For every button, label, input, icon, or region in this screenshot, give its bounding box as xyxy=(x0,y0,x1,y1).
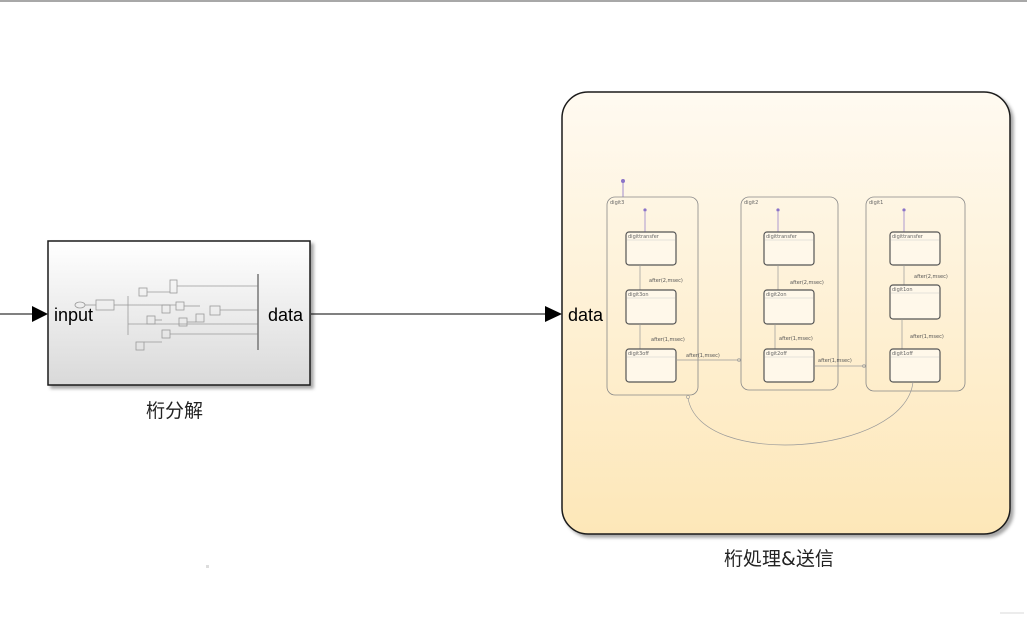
group-name: digit1 xyxy=(869,200,883,206)
transition-label: after(1,msec) xyxy=(651,337,685,343)
chart-group-digit2[interactable]: digit2 digittransfer after(2,msec) digit… xyxy=(740,196,839,391)
data-arrowhead xyxy=(545,306,562,322)
state-box[interactable]: digit2off xyxy=(763,348,815,383)
transition-label: after(2,msec) xyxy=(914,274,948,280)
left-block-title: 桁分解 xyxy=(146,400,204,422)
top-border xyxy=(0,0,1027,2)
state-label: digittransfer xyxy=(892,234,924,240)
state-label: digit1off xyxy=(892,351,913,357)
transition-label: after(1,msec) xyxy=(818,358,852,364)
corner-watermark xyxy=(1000,612,1024,614)
stray-dot xyxy=(206,565,209,568)
state-box[interactable]: digit1on xyxy=(889,284,941,320)
digit-process-send-block[interactable]: data digit3 digittransfer after(2,msec) … xyxy=(561,91,1011,535)
state-label: digit2on xyxy=(766,292,787,298)
state-box[interactable]: digittransfer xyxy=(763,231,815,266)
transition-label: after(1,msec) xyxy=(779,336,813,342)
state-label: digit3on xyxy=(628,292,649,298)
state-box[interactable]: digit2on xyxy=(763,289,815,325)
transition-label: after(1,msec) xyxy=(910,334,944,340)
group-name: digit3 xyxy=(610,200,624,206)
state-box[interactable]: digit1off xyxy=(889,348,941,383)
state-box[interactable]: digit3on xyxy=(625,289,677,325)
group-name: digit2 xyxy=(744,200,758,206)
transition-label: after(1,msec) xyxy=(686,353,720,359)
state-label: digittransfer xyxy=(766,234,798,240)
input-arrowhead xyxy=(32,306,48,322)
chart-default-transition xyxy=(621,179,625,197)
right-block-title: 桁処理&送信 xyxy=(724,548,834,570)
subsystem-preview-icon xyxy=(74,274,259,351)
state-box[interactable]: digittransfer xyxy=(625,231,677,266)
left-block-input-label: input xyxy=(54,305,93,325)
left-block-output-label: data xyxy=(268,305,304,325)
state-label: digit2off xyxy=(766,351,787,357)
transition-label: after(2,msec) xyxy=(790,280,824,286)
state-label: digit3off xyxy=(628,351,649,357)
right-block-input-label: data xyxy=(568,305,604,325)
chart-group-digit3[interactable]: digit3 digittransfer after(2,msec) digit… xyxy=(606,196,699,396)
state-box[interactable]: digittransfer xyxy=(889,231,941,266)
state-label: digittransfer xyxy=(628,234,660,240)
data-signal-line[interactable] xyxy=(311,306,562,322)
digit-decompose-block[interactable]: input data xyxy=(47,240,311,386)
chart-group-digit1[interactable]: digit1 digittransfer after(2,msec) digit… xyxy=(865,196,966,392)
transition-label: after(2,msec) xyxy=(649,278,683,284)
input-signal-line[interactable] xyxy=(0,306,48,322)
state-box[interactable]: digit3off xyxy=(625,348,677,383)
state-label: digit1on xyxy=(892,287,913,293)
